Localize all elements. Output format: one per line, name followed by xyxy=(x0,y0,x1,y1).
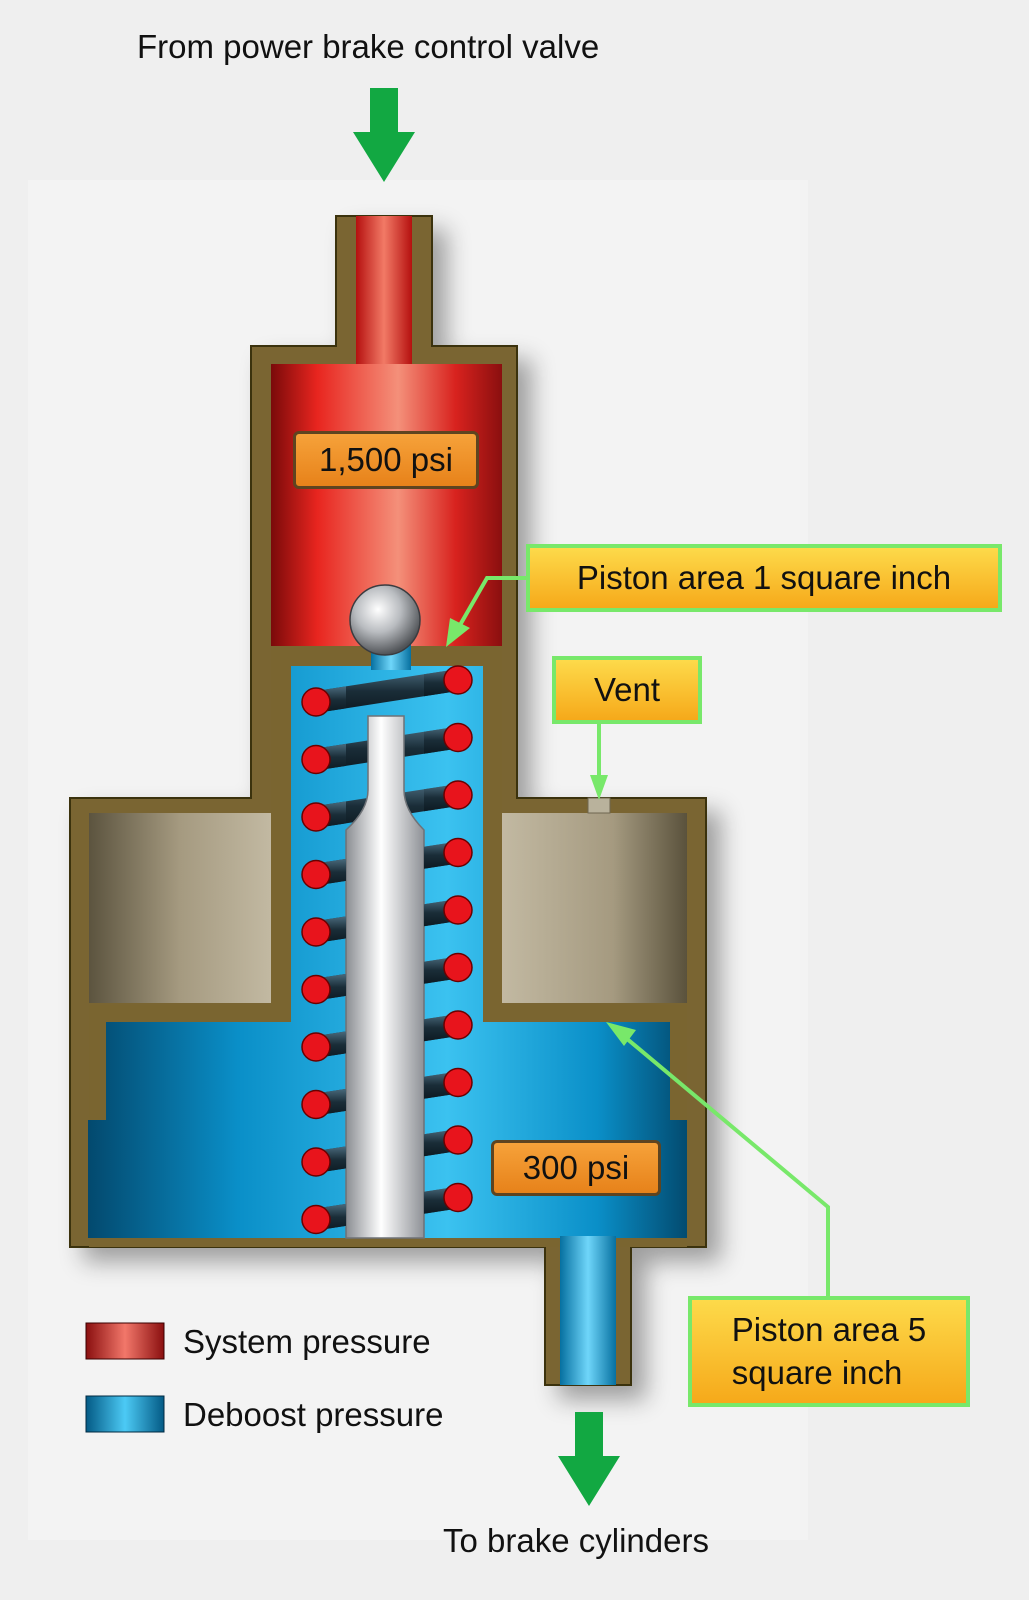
spring-wire-end xyxy=(443,1067,473,1098)
spring-wire-end xyxy=(443,837,473,868)
leader-arrowhead xyxy=(446,618,470,647)
right-vent-chamber xyxy=(502,813,687,1003)
inlet-label: From power brake control valve xyxy=(137,28,600,65)
legend-system-label: System pressure xyxy=(183,1323,431,1360)
small-piston-callout: Piston area 1 square inch xyxy=(526,544,1002,612)
vent-callout-text: Vent xyxy=(593,670,661,708)
spring-wire-end xyxy=(301,802,331,832)
left-vent-chamber xyxy=(89,813,271,1003)
spring-front-coils xyxy=(301,665,473,1235)
spring-wire-end xyxy=(301,1089,331,1120)
spring-wire-end xyxy=(301,1147,331,1177)
spring-wire-end xyxy=(301,1032,331,1062)
piston-stem xyxy=(345,715,425,1239)
down-arrow-icon xyxy=(558,1412,620,1506)
leader-arrowhead xyxy=(590,775,608,800)
legend-swatch-deboost xyxy=(85,1395,165,1433)
spring-wire-end xyxy=(301,974,331,1005)
spring-wire-end xyxy=(443,1182,473,1213)
spring-wire-end xyxy=(301,687,331,717)
large-piston-callout-line2: square inch xyxy=(731,1353,903,1391)
spring-wire-end xyxy=(443,722,473,753)
right-piston-ledge xyxy=(670,1005,687,1120)
spring-wire-end xyxy=(443,665,473,695)
vent-port xyxy=(587,797,611,814)
system-pressure-value: 1,500 psi xyxy=(293,431,479,489)
deboost-pressure-value: 300 psi xyxy=(491,1140,661,1196)
spring-coil xyxy=(316,669,458,713)
spring-wire-end xyxy=(443,1010,473,1040)
outlet-pipe xyxy=(560,1236,616,1385)
spring-wire-end xyxy=(443,952,473,983)
spring-wire-end xyxy=(443,1125,473,1155)
small-piston-callout-text: Piston area 1 square inch xyxy=(576,558,952,596)
spring-wire-end xyxy=(443,895,473,925)
outlet-label: To brake cylinders xyxy=(443,1522,709,1559)
spring-wire-end xyxy=(443,780,473,810)
large-piston-callout: Piston area 5 square inch xyxy=(688,1296,970,1407)
legend-deboost-label: Deboost pressure xyxy=(183,1396,444,1433)
inlet-pipe xyxy=(356,216,412,366)
left-piston-ledge xyxy=(89,1005,106,1120)
legend-swatch-system xyxy=(85,1322,165,1360)
spring-wire-end xyxy=(301,917,331,947)
leader-arrowhead xyxy=(606,1022,636,1046)
down-arrow-icon xyxy=(353,88,415,182)
large-piston-callout-line1: Piston area 5 xyxy=(731,1310,927,1348)
vent-callout: Vent xyxy=(552,656,702,724)
check-ball xyxy=(349,584,421,656)
spring-wire-end xyxy=(301,859,331,890)
spring-wire-end xyxy=(301,1204,331,1235)
spring-wire-end xyxy=(301,744,331,775)
